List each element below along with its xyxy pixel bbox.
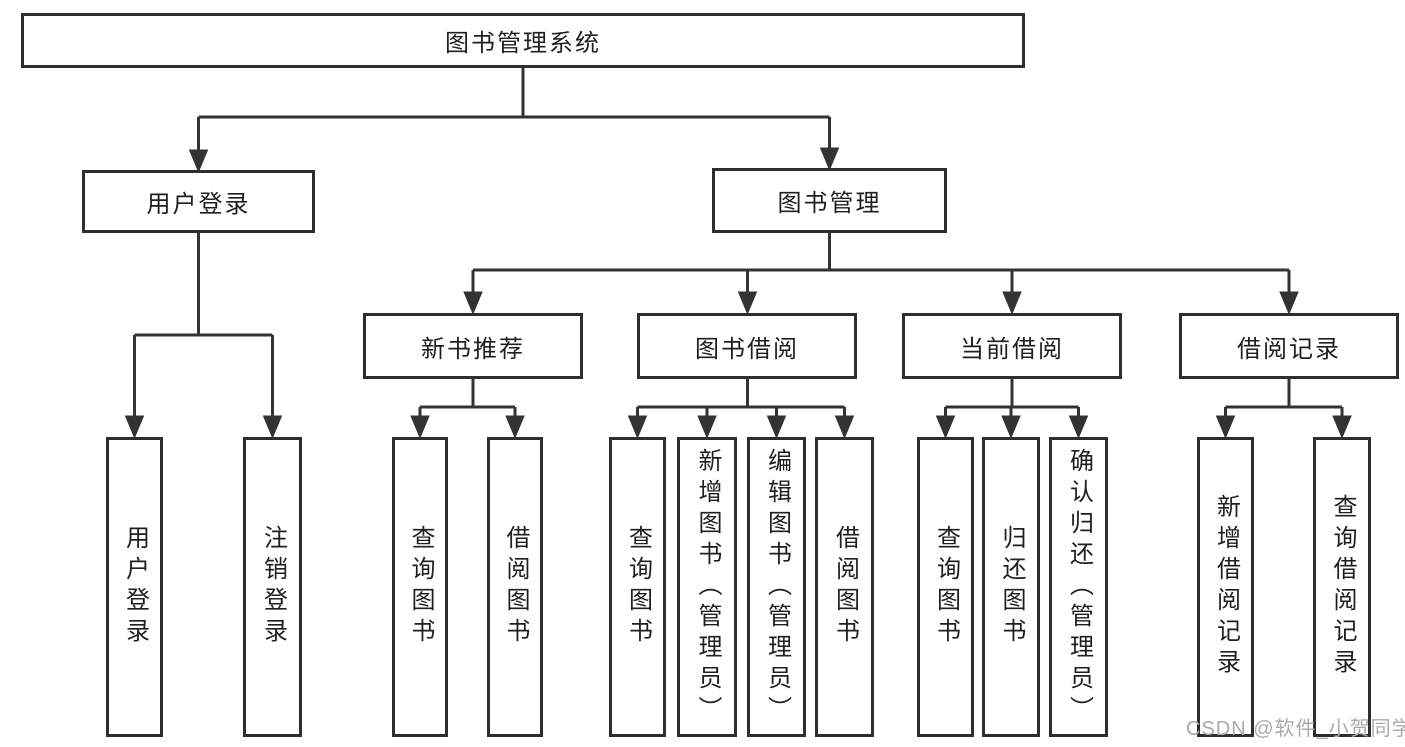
leaf-add-book-admin: 新增图书（管理员） <box>677 437 737 737</box>
node-label: 借阅记录 <box>1237 335 1341 363</box>
node-new-book-recommendation: 新书推荐 <box>363 313 583 379</box>
connector-borrow-records-to-leaves <box>1215 379 1352 439</box>
leaf-query-books-recommend: 查询图书 <box>392 437 448 737</box>
node-label: 查询图书 <box>932 525 960 649</box>
node-label: 用户登录 <box>121 525 149 649</box>
node-label: 确认归还（管理员） <box>1065 447 1093 727</box>
node-label: 图书管理系统 <box>445 30 601 57</box>
node-user-login: 用户登录 <box>82 170 315 233</box>
leaf-borrow-books-recommend: 借阅图书 <box>487 437 543 737</box>
node-label: 查询借阅记录 <box>1329 494 1356 680</box>
node-label: 当前借阅 <box>960 335 1064 363</box>
leaf-user-login: 用户登录 <box>106 437 163 737</box>
node-label: 注销登录 <box>259 525 287 649</box>
node-label: 编辑图书（管理员） <box>763 447 791 727</box>
node-label: 借阅图书 <box>502 525 529 649</box>
connector-root-to-branches <box>188 68 840 173</box>
connector-user-login-to-leaves <box>124 233 283 439</box>
node-label: 用户登录 <box>146 191 251 218</box>
leaf-return-book: 归还图书 <box>982 437 1040 737</box>
node-label: 查询图书 <box>624 525 652 649</box>
node-book-borrowing: 图书借阅 <box>637 313 857 379</box>
node-label: 借阅图书 <box>831 525 859 649</box>
node-label: 图书借阅 <box>695 335 799 363</box>
node-label: 查询图书 <box>407 525 434 649</box>
connector-book-management-to-modules <box>463 233 1299 315</box>
node-label: 新增借阅记录 <box>1212 494 1240 680</box>
node-label: 归还图书 <box>998 525 1025 649</box>
node-library-management-system: 图书管理系统 <box>21 13 1025 68</box>
leaf-edit-book-admin: 编辑图书（管理员） <box>747 437 806 737</box>
node-borrowing-records: 借阅记录 <box>1179 313 1399 379</box>
csdn-watermark: CSDN @软件_小贺同学 <box>1186 718 1405 740</box>
leaf-add-borrow-record: 新增借阅记录 <box>1197 437 1254 737</box>
node-label: 新增图书（管理员） <box>694 447 721 727</box>
leaf-query-borrow-record: 查询借阅记录 <box>1313 437 1371 737</box>
node-current-borrowing: 当前借阅 <box>902 313 1122 379</box>
node-label: 新书推荐 <box>421 335 525 363</box>
node-book-management: 图书管理 <box>712 168 947 233</box>
leaf-query-books-current: 查询图书 <box>917 437 974 737</box>
connector-new-book-to-leaves <box>410 379 525 439</box>
leaf-borrow-books: 借阅图书 <box>815 437 874 737</box>
connector-book-borrow-to-leaves <box>627 379 855 439</box>
leaf-logout: 注销登录 <box>243 437 302 737</box>
leaf-query-books-borrow: 查询图书 <box>609 437 666 737</box>
leaf-confirm-return-admin: 确认归还（管理员） <box>1049 437 1108 737</box>
connector-current-borrow-to-leaves <box>935 379 1089 439</box>
node-label: 图书管理 <box>777 190 882 217</box>
